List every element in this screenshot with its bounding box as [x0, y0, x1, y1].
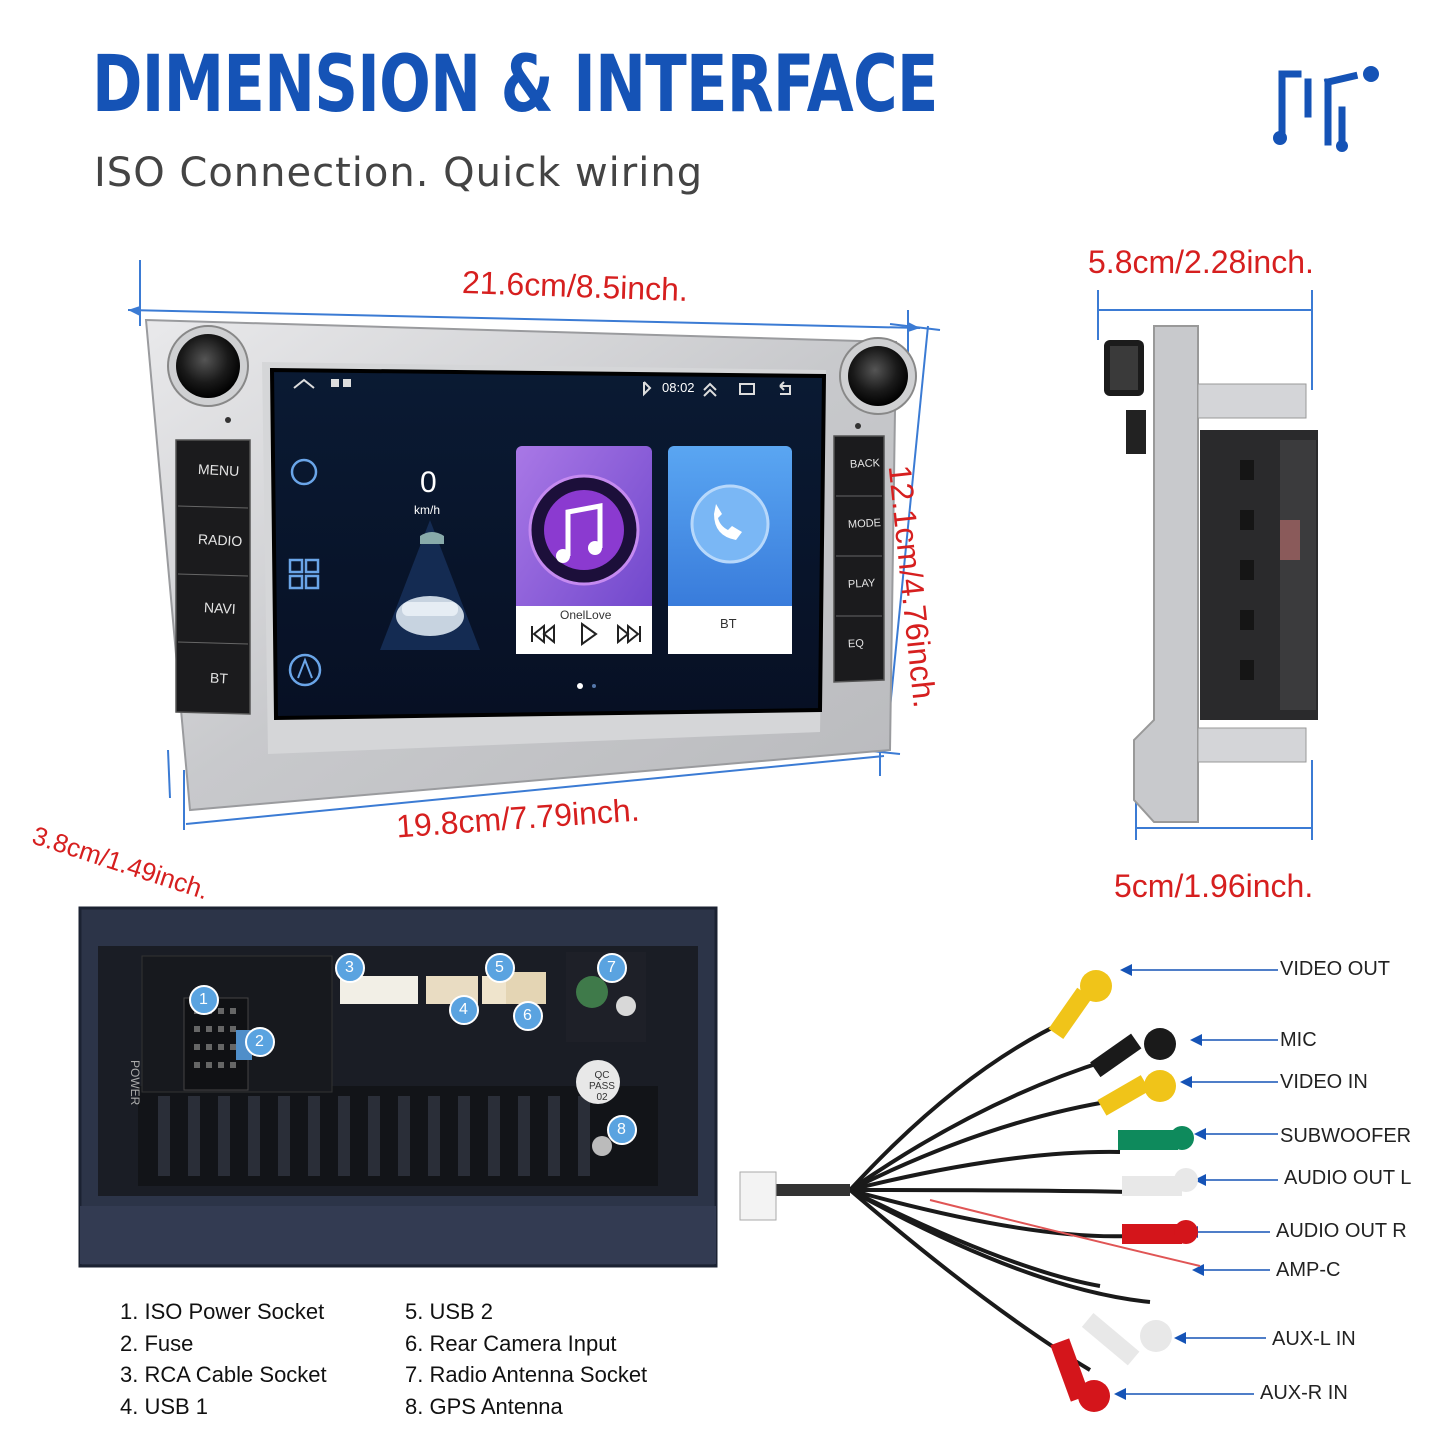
marker-6: 6	[523, 1007, 532, 1024]
play-button[interactable]: PLAY	[847, 577, 876, 591]
marker-3: 3	[345, 959, 354, 976]
bt-tile-label[interactable]: BT	[720, 616, 737, 631]
radio-side-view	[1097, 290, 1318, 840]
back-button[interactable]: BACK	[849, 457, 881, 471]
cable-label-amp-c: AMP-C	[1276, 1259, 1341, 1281]
legend-item-8: 8. GPS Antenna	[405, 1393, 563, 1419]
page-subtitle: ISO Connection. Quick wiring	[94, 150, 704, 196]
cable-label-aux-l-in: AUX-L IN	[1272, 1328, 1356, 1350]
side-top-dimension: 5.8cm/2.28inch.	[1088, 244, 1314, 280]
legend-item-3: 3. RCA Cable Socket	[120, 1362, 327, 1387]
speed-value: 0	[420, 466, 437, 499]
cable-label-audio-out-r: AUDIO OUT R	[1276, 1220, 1407, 1242]
eq-button[interactable]: EQ	[847, 637, 865, 651]
radio-button[interactable]: RADIO	[197, 530, 243, 550]
legend-item-6: 6. Rear Camera Input	[405, 1330, 617, 1356]
marker-7: 7	[607, 959, 616, 976]
legend-item-2: 2. Fuse	[120, 1330, 194, 1356]
marker-2: 2	[255, 1033, 264, 1050]
legend-item-4: 4. USB 1	[120, 1393, 209, 1419]
marker-4: 4	[459, 1001, 468, 1018]
legend-item-1: 1. ISO Power Socket	[120, 1299, 325, 1324]
cable-label-aux-r-in: AUX-R IN	[1260, 1382, 1348, 1404]
song-title: OnelLove	[560, 608, 612, 622]
legend-right: 5. USB 2 6. Rear Camera Input 7. Radio A…	[405, 1296, 647, 1422]
marker-5: 5	[495, 959, 504, 976]
marker-8: 8	[617, 1121, 626, 1138]
legend-item-7: 7. Radio Antenna Socket	[405, 1362, 648, 1387]
cable-label-video-in: VIDEO IN	[1280, 1071, 1368, 1093]
cable-label-subwoofer: SUBWOOFER	[1280, 1125, 1412, 1147]
music-note-icon	[1273, 66, 1379, 152]
bt-button[interactable]: BT	[209, 669, 229, 687]
cable-label-video-out: VIDEO OUT	[1280, 958, 1391, 980]
cable-label-audio-out-l: AUDIO OUT L	[1284, 1167, 1412, 1189]
legend-item-5: 5. USB 2	[405, 1299, 494, 1324]
marker-1: 1	[199, 991, 208, 1008]
rca-cable-harness	[739, 964, 1278, 1412]
page-title: DIMENSION & INTERFACE	[92, 40, 938, 130]
back-panel	[78, 906, 718, 1268]
side-bottom-dimension: 5cm/1.96inch.	[1114, 868, 1314, 904]
menu-button[interactable]: MENU	[197, 460, 240, 480]
top-width-dimension: 21.6cm/8.5inch.	[461, 264, 689, 308]
cable-label-mic: MIC	[1280, 1029, 1317, 1051]
power-label: POWER	[128, 1060, 142, 1106]
speed-unit: km/h	[414, 503, 441, 517]
legend-left: 1. ISO Power Socket 2. Fuse 3. RCA Cable…	[120, 1296, 327, 1422]
status-time: 08:02	[662, 380, 695, 395]
mode-button[interactable]: MODE	[847, 517, 882, 531]
radio-front-view	[127, 260, 941, 830]
qc-label: QC PASS 02	[589, 1070, 615, 1103]
navi-button[interactable]: NAVI	[203, 599, 237, 617]
